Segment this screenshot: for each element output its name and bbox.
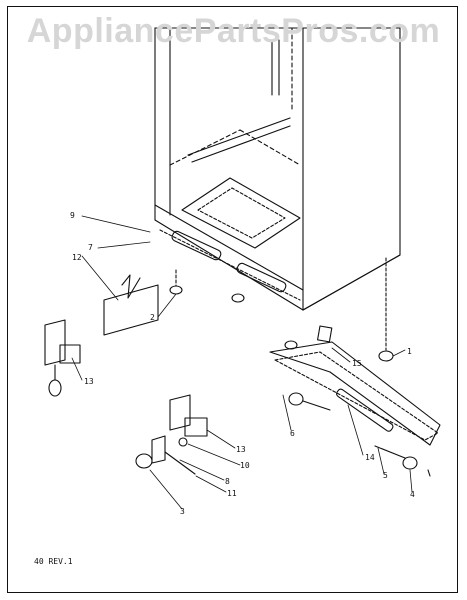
callout-8: 8 [225,477,230,486]
watermark-text: AppliancePartsPros.com [26,12,441,50]
callout-15: 15 [352,359,362,368]
callout-labels: 9 7 12 2 13 6 15 1 13 10 8 11 3 14 5 4 [70,211,415,516]
front-rollers [288,392,431,477]
cabinet [154,27,401,311]
callout-1: 1 [407,347,412,356]
leader-lines [71,215,413,510]
callout-2: 2 [150,313,155,322]
callout-7: 7 [88,243,93,252]
callout-12: 12 [72,253,82,262]
toe-grille [269,325,441,446]
callout-14: 14 [365,453,375,462]
callout-5: 5 [383,471,388,480]
access-panel [103,274,159,336]
callout-11: 11 [227,489,237,498]
callout-3: 3 [180,507,185,516]
roller-bracket-left [44,319,81,397]
callout-13-front: 13 [236,445,246,454]
callout-4: 4 [410,490,415,499]
callout-6: 6 [290,429,295,438]
callout-13-left: 13 [84,377,94,386]
roller-bracket-front [135,394,208,475]
diagram-frame [7,6,458,593]
callout-10: 10 [240,461,250,470]
revision-label: 40 REV.1 [34,557,73,566]
leveling-feet [169,257,394,362]
callout-9: 9 [70,211,75,220]
